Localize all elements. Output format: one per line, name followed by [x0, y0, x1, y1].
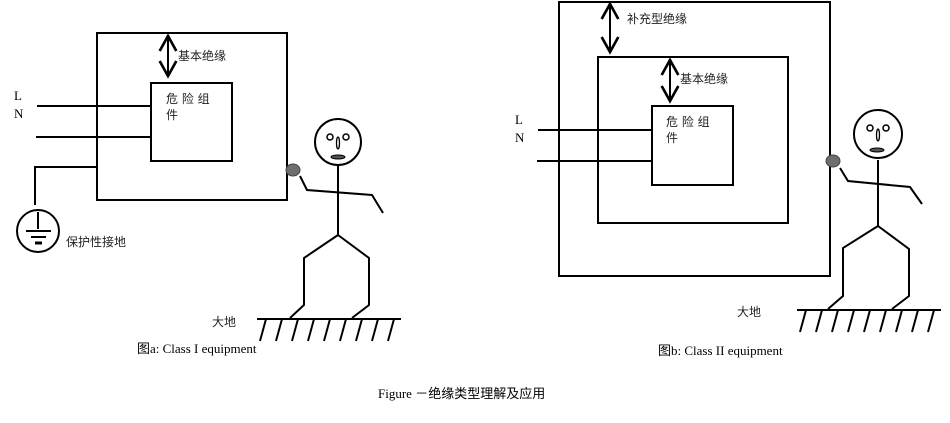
hatch-stroke — [911, 309, 919, 333]
hatch-stroke — [339, 318, 347, 342]
earth-label: 大地 — [212, 315, 236, 329]
figure-a-class-i: 基本绝缘 危 险 组 件 L N 保护性接地 — [14, 32, 401, 356]
figure-b-class-ii: 补充型绝缘 基本绝缘 危 险 组 件 L N 大地 图b: Class II e… — [515, 1, 941, 358]
protective-earth-label: 保护性接地 — [66, 234, 126, 249]
hatch-stroke — [307, 318, 315, 342]
hazard-component-box — [150, 82, 233, 162]
figure-caption: Figure －绝缘类型理解及应用 — [378, 386, 545, 401]
hatch-stroke — [831, 309, 839, 333]
hatch-stroke — [387, 318, 395, 342]
hatch-stroke — [815, 309, 823, 333]
supplementary-insulation-label: 补充型绝缘 — [627, 11, 687, 26]
hatch-stroke — [371, 318, 379, 342]
basic-insulation-label: 基本绝缘 — [680, 71, 728, 86]
live-label: L — [14, 88, 22, 103]
earth-ground-hatch — [797, 309, 941, 333]
hazard-label-line1: 危 险 组 — [166, 91, 210, 106]
hatch-stroke — [863, 309, 871, 333]
person-figure — [289, 118, 384, 319]
caption-a: 图a: Class I equipment — [137, 341, 257, 356]
hatch-stroke — [259, 318, 267, 342]
earth-ground-hatch — [257, 318, 401, 342]
neutral-label: N — [515, 130, 525, 145]
middle-enclosure-box — [597, 56, 789, 224]
hatch-stroke — [847, 309, 855, 333]
hatch-stroke — [355, 318, 363, 342]
hatch-stroke — [275, 318, 283, 342]
earth-wire — [34, 166, 97, 205]
touch-point — [285, 163, 301, 177]
caption-b: 图b: Class II equipment — [658, 343, 783, 358]
basic-insulation-label: 基本绝缘 — [178, 48, 226, 63]
hatch-stroke — [323, 318, 331, 342]
hatch-stroke — [895, 309, 903, 333]
hazard-label-line1: 危 险 组 — [666, 114, 710, 129]
enclosure-box — [96, 32, 288, 201]
earth-label: 大地 — [737, 305, 761, 319]
hatch-stroke — [799, 309, 807, 333]
touch-point — [825, 154, 841, 168]
outer-enclosure-box — [558, 1, 831, 277]
live-label: L — [515, 112, 523, 127]
ground-symbol-icon — [16, 209, 60, 253]
hatch-stroke — [927, 309, 935, 333]
person-figure — [827, 109, 923, 310]
hatch-stroke — [879, 309, 887, 333]
hazard-label-line2: 件 — [666, 131, 678, 145]
neutral-label: N — [14, 106, 24, 121]
hazard-component-box — [651, 105, 734, 186]
hatch-stroke — [291, 318, 299, 342]
hazard-label-line2: 件 — [166, 108, 178, 122]
